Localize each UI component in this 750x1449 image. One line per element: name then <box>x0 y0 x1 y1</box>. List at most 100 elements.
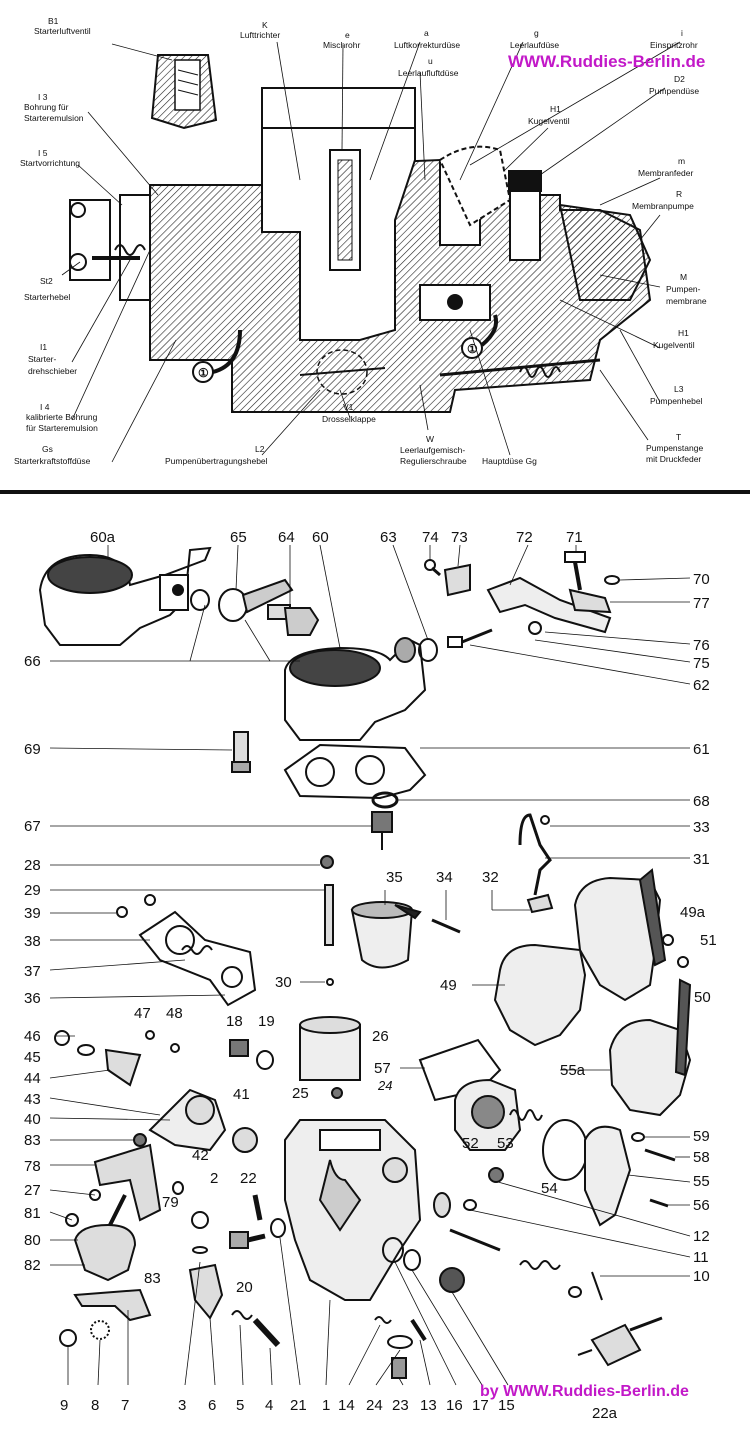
part-label-62: 62 <box>693 677 710 694</box>
label-d2-code: D2 <box>674 74 685 84</box>
part-label-15: 15 <box>498 1397 515 1414</box>
part-label-20: 20 <box>236 1279 253 1296</box>
label-i1-code: I1 <box>40 342 47 352</box>
part-label-44: 44 <box>24 1070 41 1087</box>
section-divider <box>0 490 750 494</box>
part-label-21: 21 <box>290 1397 307 1414</box>
part-label-78: 78 <box>24 1158 41 1175</box>
label-mm-text2: membrane <box>666 296 707 306</box>
part-label-45: 45 <box>24 1049 41 1066</box>
part-label-23: 23 <box>392 1397 409 1414</box>
label-i3-code: I 3 <box>38 92 48 102</box>
label-i5-text: Startvorrichtung <box>20 158 80 168</box>
part-label-77: 77 <box>693 595 710 612</box>
part-label-28: 28 <box>24 857 41 874</box>
part-label-22a: 22a <box>592 1405 618 1422</box>
label-u-text: Leerlaufluftdüse <box>398 68 459 78</box>
label-a-code: a <box>424 28 429 38</box>
part-label-1: 1 <box>322 1397 330 1414</box>
part-label-16: 16 <box>446 1397 463 1414</box>
label-mm-text: Pumpen- <box>666 284 701 294</box>
label-gg-text: Hauptdüse Gg <box>482 456 537 466</box>
part-label-14: 14 <box>338 1397 355 1414</box>
label-i1-text2: drehschieber <box>28 366 77 376</box>
cross-section-leader-lines <box>61 41 681 463</box>
exploded-leader-lines <box>49 544 691 1386</box>
label-w-text2: Regulierschraube <box>400 456 467 466</box>
label-a-text: Luftkorrekturdüse <box>394 40 460 50</box>
label-h1b-text: Kugelventil <box>653 340 695 350</box>
part-label-59: 59 <box>693 1128 710 1145</box>
label-b1-text: Starterluftventil <box>34 26 91 36</box>
part-label-70: 70 <box>693 571 710 588</box>
callout-24: 24 <box>377 1078 392 1093</box>
label-st2-text: Starterhebel <box>24 292 70 302</box>
watermark-bottom[interactable]: by WWW.Ruddies-Berlin.de <box>480 1383 689 1400</box>
label-gs-code: Gs <box>42 444 53 454</box>
part-label-79: 79 <box>162 1194 179 1211</box>
part-label-73: 73 <box>451 529 468 546</box>
part-number-labels: 60a 65 64 60 63 74 73 72 71 70 77 76 75 … <box>24 529 717 1422</box>
part-label-52: 52 <box>462 1135 479 1152</box>
part-label-27: 27 <box>24 1182 41 1199</box>
part-label-50: 50 <box>694 989 711 1006</box>
part-label-22: 22 <box>240 1170 257 1187</box>
part-label-54: 54 <box>541 1180 558 1197</box>
label-b1-code: B1 <box>48 16 59 26</box>
part-label-3: 3 <box>178 1397 186 1414</box>
label-m-text: Membranfeder <box>638 168 693 178</box>
part-label-26: 26 <box>372 1028 389 1045</box>
part-label-46: 46 <box>24 1028 41 1045</box>
label-k-code: K <box>262 20 268 30</box>
part-label-67: 67 <box>24 818 41 835</box>
label-i1-text: Starter- <box>28 354 57 364</box>
part-label-49a: 49a <box>680 904 706 921</box>
label-t-text2: mit Druckfeder <box>646 454 701 464</box>
cross-section-labels: B1 Starterluftventil I 3 Bohrung für Sta… <box>14 16 707 466</box>
part-label-34: 34 <box>436 869 453 886</box>
part-label-19: 19 <box>258 1013 275 1030</box>
part-label-7: 7 <box>121 1397 129 1414</box>
label-t-code: T <box>676 432 681 442</box>
label-i4-text2: für Starteremulsion <box>26 423 98 433</box>
part-label-42: 42 <box>192 1147 209 1164</box>
label-r-text: Membranpumpe <box>632 201 694 211</box>
label-i3-text: Bohrung für <box>24 102 69 112</box>
label-l3-text: Pumpenhebel <box>650 396 703 406</box>
watermark-top[interactable]: WWW.Ruddies-Berlin.de <box>508 52 706 71</box>
label-v1-code: V1 <box>343 402 354 412</box>
label-i5-code: I 5 <box>38 148 48 158</box>
label-w-code: W <box>426 434 434 444</box>
part-label-51: 51 <box>700 932 717 949</box>
callout-1-right: ① <box>467 342 478 356</box>
part-label-6: 6 <box>208 1397 216 1414</box>
part-label-80: 80 <box>24 1232 41 1249</box>
label-l2-code: L2 <box>255 444 265 454</box>
part-label-49: 49 <box>440 977 457 994</box>
part-label-24: 24 <box>366 1397 383 1414</box>
part-label-33: 33 <box>693 819 710 836</box>
label-i4-code: I 4 <box>40 402 50 412</box>
part-label-17: 17 <box>472 1397 489 1414</box>
part-label-9: 9 <box>60 1397 68 1414</box>
label-v1-text: Drosselklappe <box>322 414 376 424</box>
part-label-41: 41 <box>233 1086 250 1103</box>
label-i-code: i <box>681 28 683 38</box>
part-label-55a: 55a <box>560 1062 586 1079</box>
part-60a-cover <box>38 546 212 646</box>
part-label-12: 12 <box>693 1228 710 1245</box>
part-label-18: 18 <box>226 1013 243 1030</box>
part-label-58: 58 <box>693 1149 710 1166</box>
part-label-29: 29 <box>24 882 41 899</box>
part-label-65: 65 <box>230 529 247 546</box>
part-label-60a: 60a <box>90 529 116 546</box>
callout-1-left: ① <box>198 366 209 380</box>
part-label-36: 36 <box>24 990 41 1007</box>
label-r-code: R <box>676 189 682 199</box>
part-label-39: 39 <box>24 905 41 922</box>
part-label-72: 72 <box>516 529 533 546</box>
cross-section-drawing <box>69 54 652 413</box>
part-label-4: 4 <box>265 1397 273 1414</box>
label-g-text: Leerlaufdüse <box>510 40 559 50</box>
